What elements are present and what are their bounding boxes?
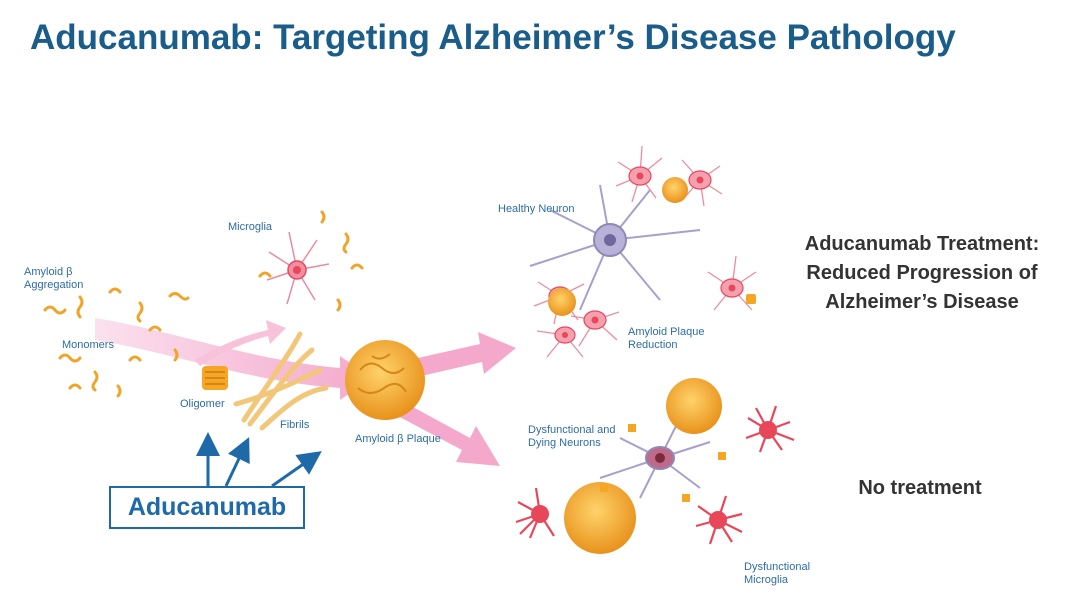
plaque-reduction-label: Amyloid Plaque Reduction [628,326,705,351]
dysfunctional-neurons-label: Dysfunctional and Dying Neurons [528,424,616,449]
no-treatment-outcome: No treatment [858,477,982,499]
dysfunctional-cluster [515,378,795,554]
amyloid-aggregation-label: Amyloid β Aggregation [24,266,84,291]
amyloid-plaque-shape [345,340,425,420]
page-title: Aducanumab: Targeting Alzheimer’s Diseas… [30,18,956,57]
healthy-neuron-label: Healthy Neuron [498,203,575,215]
no-treatment-arrow [394,400,500,466]
treatment-arrow [400,332,516,380]
aggregation-arrow [95,318,372,400]
oligomer-label: Oligomer [180,398,225,410]
treatment-outcome: Aducanumab Treatment: Reduced Progressio… [804,233,1040,313]
aducanumab-box: Aducanumab [109,486,305,529]
microglia-label: Microglia [228,221,273,233]
aducanumab-label: Aducanumab [127,493,287,521]
oligomer-shape [202,366,228,390]
microglia-arrow [195,320,286,366]
monomers-label: Monomers [62,339,114,351]
plaque-label: Amyloid β Plaque [355,433,441,445]
dysfunctional-microglia-label: Dysfunctional Microglia [744,561,811,586]
fibrils-shape [233,331,329,431]
microglia-cell [266,231,330,305]
fibrils-label: Fibrils [280,419,310,431]
monomers [43,287,190,398]
antibody-arrows [196,432,322,488]
healthy-neuron-cluster [529,145,757,358]
